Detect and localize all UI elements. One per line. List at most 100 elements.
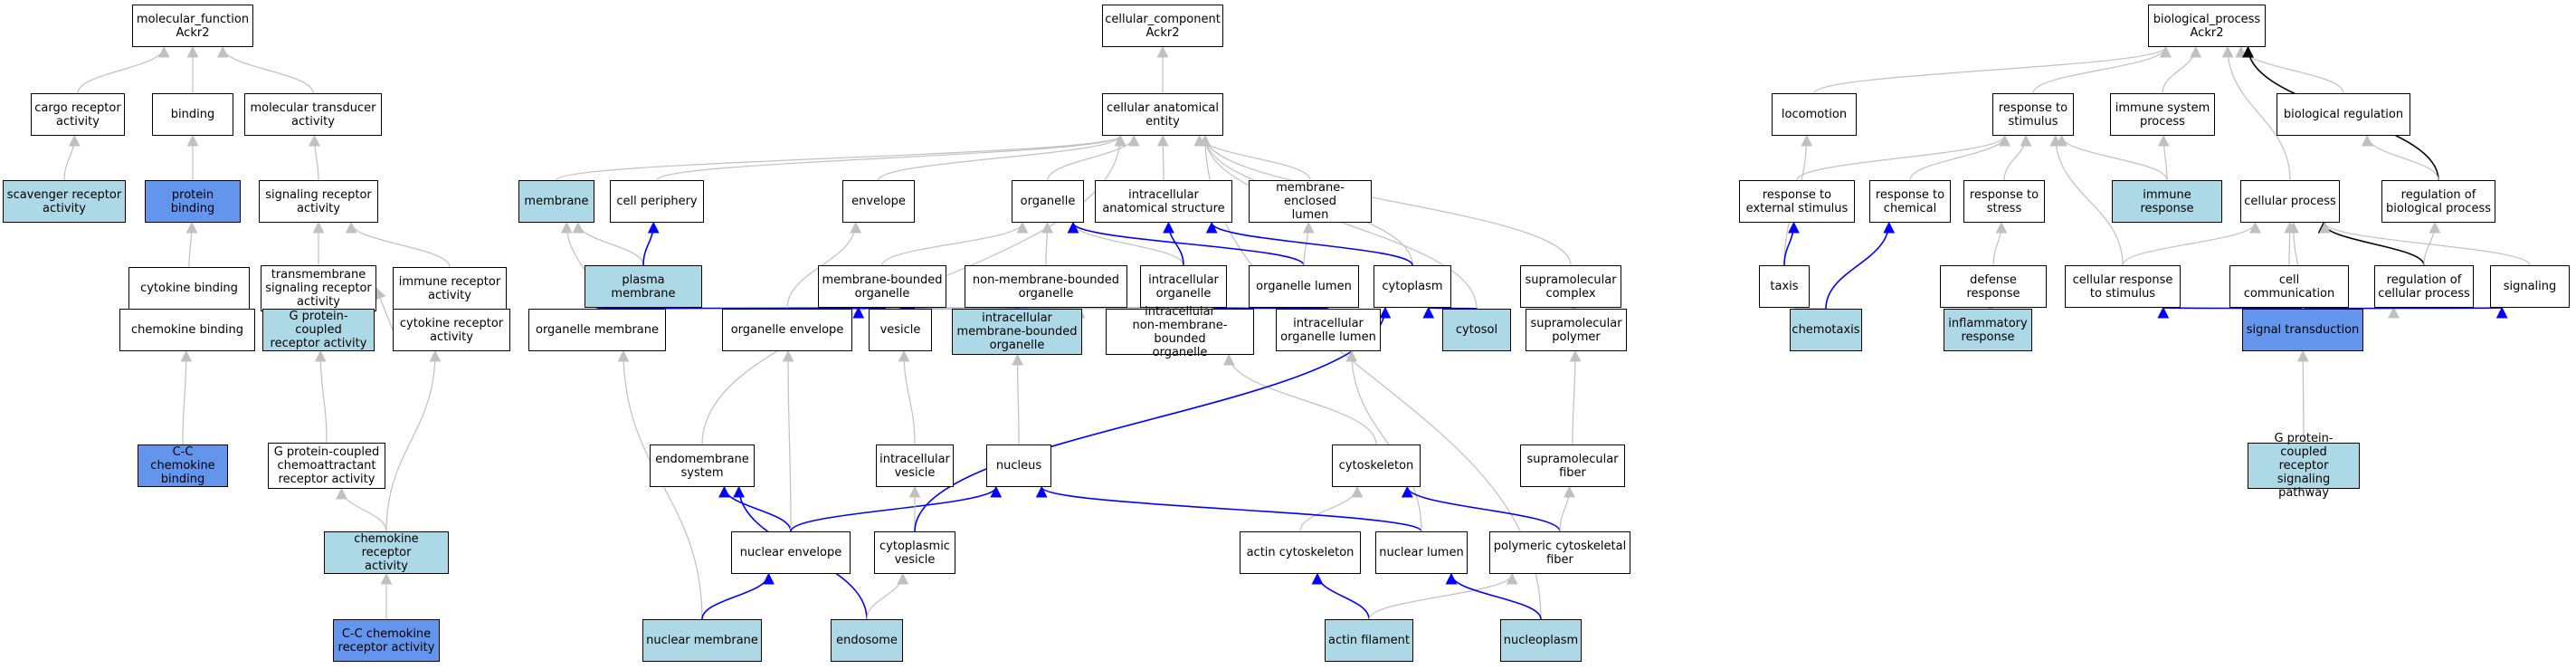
node-cytoplasmic-vesicle[interactable]: cytoplasmic vesicle (874, 531, 955, 574)
node-chemokine-receptor-activity[interactable]: chemokine receptor activity (324, 531, 449, 574)
node-cc-chemokine-receptor-activity[interactable]: C-C chemokine receptor activity (333, 619, 440, 662)
edge-nuclumen-to-intraorglumen (1345, 349, 1422, 532)
edge-cytoplasm-to-intraanat (1205, 221, 1413, 266)
node-organelle-envelope[interactable]: organelle envelope (722, 309, 852, 351)
node-response-to-stress[interactable]: response to stress (1963, 180, 2045, 223)
edge-gpcchemo-to-gpcr (314, 349, 328, 444)
edge-intraorg-to-intraanat (1163, 221, 1184, 266)
edge-chemorec-to-cytorec (385, 349, 442, 532)
node-cargo-receptor-activity[interactable]: cargo receptor activity (31, 93, 125, 136)
node-binding[interactable]: binding (152, 93, 233, 136)
edge-sigtrans-to-signaling (2302, 306, 2503, 320)
edge-supramolfiber-to-supramolpoly (1569, 349, 1582, 445)
node-intracellular-membrane-bounded-organelle[interactable]: intracellular membrane-bounded organelle (952, 309, 1082, 355)
node-response-to-stimulus[interactable]: response to stimulus (1992, 93, 2074, 136)
node-non-membrane-bounded-organelle[interactable]: non-membrane-bounded organelle (965, 265, 1127, 308)
node-taxis[interactable]: taxis (1759, 265, 1810, 308)
node-nuclear-envelope[interactable]: nuclear envelope (731, 531, 851, 574)
node-signaling[interactable]: signaling (2490, 265, 2570, 308)
node-membrane-enclosed-lumen[interactable]: membrane-enclosed lumen (1249, 180, 1372, 223)
node-immune-response[interactable]: immune response (2112, 180, 2222, 223)
node-membrane[interactable]: membrane (518, 180, 594, 223)
node-g-protein-coupled-receptor-signaling-pathway[interactable]: G protein-coupled receptor signaling pat… (2248, 432, 2360, 500)
node-nuclear-lumen[interactable]: nuclear lumen (1375, 531, 1468, 574)
edge-vesicle-to-membound (880, 306, 901, 319)
node-g-protein-coupled-receptor-activity[interactable]: G protein-coupled receptor activity (262, 309, 375, 351)
edge-cellper-to-cae (656, 134, 1126, 181)
edge-orglumen-to-organelle (1067, 221, 1305, 266)
node-cc-chemokine-binding[interactable]: C-C chemokine binding (138, 444, 228, 487)
node-transmembrane-signaling-receptor-activity[interactable]: transmembrane signaling receptor activit… (261, 265, 376, 311)
node-response-to-chemical[interactable]: response to chemical (1869, 180, 1951, 223)
node-organelle-lumen[interactable]: organelle lumen (1249, 265, 1359, 308)
edge-immsys-to-bp (2162, 45, 2202, 94)
node-regulation-of-biological-process[interactable]: regulation of biological process (2381, 180, 2495, 223)
edge-actinfil-to-actincyto (1311, 572, 1370, 620)
edge-cellcomm-to-cellproc (2284, 221, 2296, 266)
edge-cellproc-to-bp (2221, 45, 2291, 181)
node-signal-transduction[interactable]: signal transduction (2242, 309, 2363, 351)
node-molecular-function-ackr2[interactable]: molecular_function Ackr2 (132, 5, 253, 47)
node-molecular-transducer-activity[interactable]: molecular transducer activity (244, 93, 382, 136)
node-intracellular-anatomical-structure[interactable]: intracellular anatomical structure (1095, 180, 1232, 223)
node-inflammatory-response[interactable]: inflammatory response (1944, 309, 2032, 351)
node-immune-system-process[interactable]: immune system process (2110, 93, 2215, 136)
node-g-protein-coupled-chemoattractant-receptor-activity[interactable]: G protein-coupled chemoattractant recept… (268, 443, 385, 489)
node-biological-process-ackr2[interactable]: biological_process Ackr2 (2148, 5, 2266, 47)
edge-nucleoplasm-to-nuclumen (1445, 572, 1542, 620)
node-actin-filament[interactable]: actin filament (1325, 619, 1413, 662)
node-cellular-process[interactable]: cellular process (2240, 180, 2340, 223)
edge-intramembound-to-membound (912, 306, 1018, 320)
node-locomotion[interactable]: locomotion (1772, 93, 1857, 136)
node-plasma-membrane[interactable]: plasma membrane (585, 265, 702, 308)
node-nucleus[interactable]: nucleus (986, 444, 1051, 487)
edge-supramol-to-cae (1199, 134, 1572, 266)
edge-taxis-to-respext (1783, 221, 1800, 266)
node-supramolecular-fiber[interactable]: supramolecular fiber (1520, 444, 1625, 487)
node-intracellular-organelle[interactable]: intracellular organelle (1140, 265, 1227, 308)
node-chemotaxis[interactable]: chemotaxis (1790, 309, 1862, 351)
node-supramolecular-polymer[interactable]: supramolecular polymer (1526, 309, 1627, 351)
node-cytoskeleton[interactable]: cytoskeleton (1332, 444, 1421, 487)
node-membrane-bounded-organelle[interactable]: membrane-bounded organelle (818, 265, 946, 308)
edge-chemotaxis-to-respchem (1825, 221, 1896, 310)
edge-nucenv-to-orgenv (782, 349, 794, 532)
node-polymeric-cytoskeletal-fiber[interactable]: polymeric cytoskeletal fiber (1489, 531, 1630, 574)
edge-inflam-to-defresp (1985, 306, 1998, 319)
node-biological-regulation[interactable]: biological regulation (2277, 93, 2410, 136)
node-chemokine-binding[interactable]: chemokine binding (119, 309, 255, 351)
node-cytosol[interactable]: cytosol (1442, 309, 1511, 351)
node-scavenger-receptor-activity[interactable]: scavenger receptor activity (3, 180, 126, 223)
node-organelle-membrane[interactable]: organelle membrane (528, 309, 666, 351)
node-endosome[interactable]: endosome (831, 619, 903, 662)
node-response-to-external-stimulus[interactable]: response to external stimulus (1739, 180, 1855, 223)
node-vesicle[interactable]: vesicle (869, 309, 932, 351)
node-protein-binding[interactable]: protein binding (145, 180, 241, 223)
node-supramolecular-complex[interactable]: supramolecular complex (1520, 265, 1621, 308)
node-endomembrane-system[interactable]: endomembrane system (650, 444, 755, 487)
node-immune-receptor-activity[interactable]: immune receptor activity (393, 267, 507, 310)
node-cellular-response-to-stimulus[interactable]: cellular response to stimulus (2065, 265, 2181, 308)
node-actin-cytoskeleton[interactable]: actin cytoskeleton (1240, 531, 1361, 574)
node-cellular-component-ackr2[interactable]: cellular_component Ackr2 (1102, 5, 1223, 47)
node-regulation-of-cellular-process[interactable]: regulation of cellular process (2374, 265, 2474, 308)
node-nuclear-membrane[interactable]: nuclear membrane (642, 619, 762, 662)
node-intracellular-organelle-lumen[interactable]: intracellular organelle lumen (1276, 309, 1381, 351)
node-envelope[interactable]: envelope (842, 180, 915, 223)
edge-intraorglumen-to-intraorg (1211, 306, 1329, 320)
node-cytokine-receptor-activity[interactable]: cytokine receptor activity (393, 309, 510, 351)
node-organelle[interactable]: organelle (1012, 180, 1084, 223)
node-intracellular-vesicle[interactable]: intracellular vesicle (876, 444, 954, 487)
edge-polycyto-to-supramolfiber (1559, 485, 1575, 532)
node-cytoplasm[interactable]: cytoplasm (1374, 265, 1451, 308)
node-signaling-receptor-activity[interactable]: signaling receptor activity (259, 180, 378, 223)
node-cell-communication[interactable]: cell communication (2229, 265, 2349, 308)
node-cytokine-binding[interactable]: cytokine binding (128, 267, 250, 310)
node-cellular-anatomical-entity[interactable]: cellular anatomical entity (1102, 93, 1223, 136)
edge-intraorg-to-organelle (1067, 221, 1184, 266)
edge-regbio-to-bioreg (2361, 134, 2439, 181)
node-cell-periphery[interactable]: cell periphery (610, 180, 704, 223)
node-intracellular-non-membrane-bounded-organelle[interactable]: intracellular non-membrane-bounded organ… (1106, 305, 1254, 359)
node-defense-response[interactable]: defense response (1940, 265, 2047, 308)
node-nucleoplasm[interactable]: nucleoplasm (1500, 619, 1582, 662)
